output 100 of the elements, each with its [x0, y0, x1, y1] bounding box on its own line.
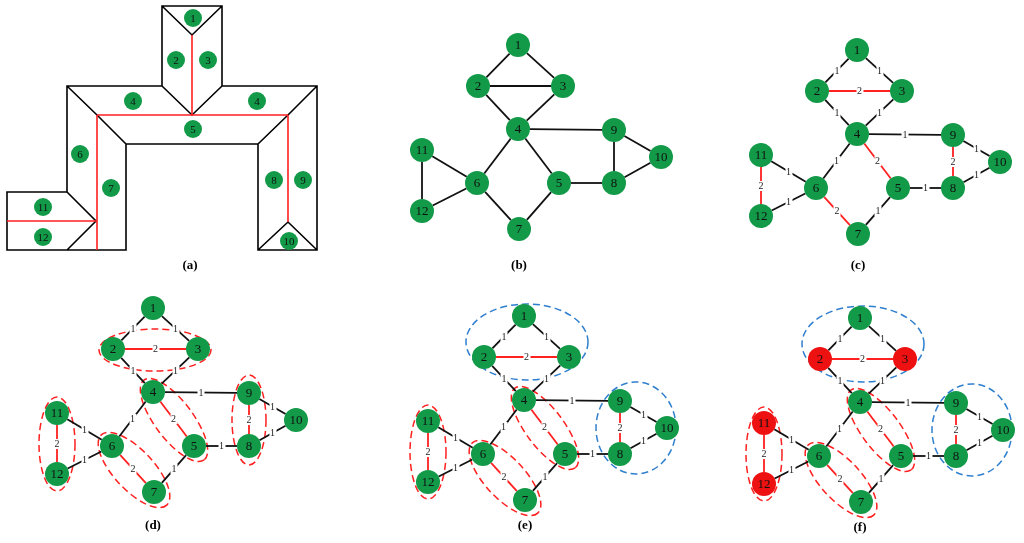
graph-edge	[962, 140, 991, 157]
edge-weight-label: 1	[543, 331, 550, 342]
graph-edge	[489, 408, 518, 446]
edge-weight-label: 2	[877, 424, 884, 434]
graph-vertex-circle: 7	[846, 222, 870, 246]
graph-vertex-circle: 10	[991, 418, 1015, 442]
edge-weight-label: 1	[901, 129, 909, 140]
graph-vertex-circle: 5	[547, 171, 571, 195]
graph-edge	[529, 128, 603, 131]
graph-edge	[824, 57, 850, 84]
edge-weight-label: 2	[424, 446, 432, 457]
edge-weight-label: 1	[541, 472, 549, 482]
graph-vertex-circle: 3	[893, 347, 917, 371]
graph-edge	[535, 399, 609, 402]
graph-vertex-circle: 12	[752, 472, 776, 496]
graph-edge	[629, 432, 658, 450]
graph-edge	[164, 391, 238, 394]
graph-edge	[258, 398, 287, 415]
graph-edge	[871, 401, 945, 404]
edge-weight-label: 1	[973, 143, 980, 154]
graph-edge	[483, 137, 512, 175]
graph-edge	[160, 356, 191, 385]
edge-weight-label: 1	[785, 197, 792, 207]
graph-vertex-circle: 7	[142, 480, 166, 504]
edge-weight-label: 1	[976, 411, 983, 422]
graph-edge	[863, 142, 892, 180]
panel-caption: (a)	[182, 257, 198, 273]
graph-edge	[437, 458, 474, 478]
graph-edge	[623, 161, 652, 179]
edge-weight-label: 2	[949, 156, 957, 167]
graph-vertex-circle: 6	[804, 176, 828, 200]
graph-vertex-circle: 2	[808, 347, 832, 371]
edge-weight-label: 1	[81, 455, 88, 465]
edge-weight-label: 2	[833, 206, 841, 216]
graph-edge	[120, 315, 146, 342]
edge-weight-label: 1	[833, 65, 841, 76]
graph-vertex-circle: 5	[553, 442, 577, 466]
graph-edge	[525, 52, 556, 79]
graph-vertex-circle: 2	[805, 79, 829, 103]
graph-vertex-circle: 10	[655, 416, 679, 440]
edge-weight-label: 1	[788, 465, 795, 475]
graph-vertex-circle: 7	[849, 490, 873, 514]
edge-weight-label: 2	[523, 352, 530, 362]
edge-weight-label: 2	[874, 156, 881, 166]
edge-weight-label: 2	[152, 344, 159, 354]
graph-edge	[773, 428, 810, 451]
edge-weight-label: 1	[976, 438, 983, 448]
edge-weight-label: 1	[197, 387, 205, 398]
graph-edge	[531, 323, 562, 350]
graph-edge	[530, 408, 559, 446]
edge-weight-label: 1	[129, 414, 136, 424]
graph-edge	[525, 191, 553, 221]
edge-weight-label: 1	[877, 474, 885, 484]
graph-edge	[867, 325, 898, 352]
edge-weight-label: 1	[129, 365, 137, 376]
edge-weight-label: 2	[500, 472, 508, 482]
edge-weight-label: 1	[452, 463, 459, 473]
roof-facet-number-circle: 5	[184, 120, 202, 138]
graph-vertex-circle: 6	[465, 171, 489, 195]
graph-edge	[484, 190, 512, 222]
graph-edge	[159, 400, 188, 438]
edge-weight-label: 2	[245, 414, 253, 425]
edge-weight-label: 1	[129, 323, 137, 334]
roof-facet-number-circle: 4	[248, 92, 266, 110]
edge-weight-label: 1	[500, 422, 507, 432]
graph-edge	[912, 455, 945, 457]
graph-edge	[629, 406, 658, 423]
graph-edge	[866, 410, 895, 448]
edge-weight-label: 1	[973, 170, 980, 180]
graph-vertex-circle: 3	[186, 337, 210, 361]
graph-vertex-circle: 2	[472, 345, 496, 369]
panel-caption: (e)	[517, 517, 533, 533]
graph-edge	[491, 323, 517, 350]
graph-vertex-circle: 9	[602, 118, 626, 142]
graph-edge	[66, 418, 103, 441]
graph-edge	[431, 155, 468, 178]
graph-vertex-circle: 11	[416, 409, 440, 433]
edge-weight-label: 2	[53, 438, 61, 449]
edge-weight-label: 1	[500, 331, 508, 342]
edge-weight-label: 2	[129, 464, 137, 474]
graph-vertex-circle: 6	[807, 444, 831, 468]
edge-weight-label: 1	[876, 65, 883, 76]
graph-vertex-circle: 4	[845, 122, 869, 146]
graph-vertex-circle: 4	[141, 380, 165, 404]
edge-weight-label: 2	[541, 422, 548, 432]
panel-caption: (f)	[853, 519, 867, 535]
graph-edge	[421, 161, 423, 200]
graph-vertex-circle: 9	[237, 381, 261, 405]
graph-vertex-circle: 8	[608, 442, 632, 466]
graph-edge	[831, 358, 894, 360]
graph-edge	[864, 57, 895, 84]
panel-caption: (b)	[511, 257, 527, 273]
roof-facet-number-circle: 11	[34, 198, 52, 216]
graph-vertex-circle: 10	[988, 150, 1012, 174]
edge-weight-label: 1	[269, 428, 276, 438]
edge-weight-label: 1	[568, 395, 576, 406]
graph-edge	[962, 166, 991, 184]
graph-vertex-circle: 1	[512, 304, 536, 328]
edge-weight-label: 1	[836, 424, 843, 434]
graph-vertex-circle: 11	[749, 143, 773, 167]
